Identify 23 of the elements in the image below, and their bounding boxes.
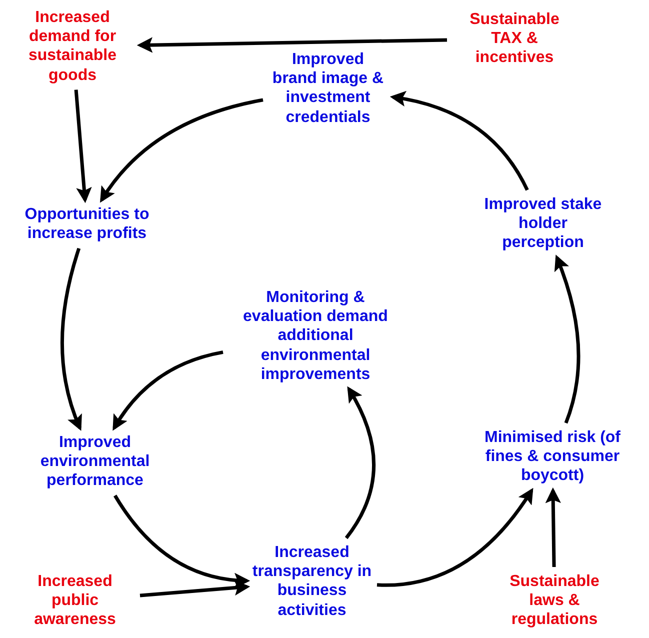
cause-label: Sustainable laws & regulations	[492, 572, 617, 630]
arrow	[136, 37, 448, 53]
arrow	[74, 90, 92, 204]
arrow	[545, 487, 562, 568]
arrow	[114, 494, 250, 588]
cause-label: Opportunities to increase profits	[22, 205, 152, 244]
arrow	[112, 350, 224, 431]
arrow	[554, 254, 580, 424]
cause-label: Increased transparency in business activities	[252, 543, 372, 620]
cause-label: Sustainable TAX & incentives	[452, 10, 577, 68]
cause-label: Improved brand image & investment credentials	[268, 50, 388, 127]
arrow	[100, 98, 264, 203]
cause-label: Increased demand for sustainable goods	[10, 8, 135, 85]
cause-label: Improved stake holder perception	[483, 195, 603, 253]
arrow	[376, 488, 534, 587]
cause-label: Improved environmental performance	[20, 433, 170, 491]
cause-label: Monitoring & evaluation demand additional environmental improvements	[228, 288, 403, 384]
cause-label: Minimised risk (of fines & consumer boycott)	[470, 428, 635, 486]
arrow	[60, 248, 82, 431]
arrow	[344, 386, 376, 540]
arrow	[390, 91, 529, 191]
cause-label: Increased public awareness	[15, 572, 135, 630]
arrow	[140, 580, 250, 598]
